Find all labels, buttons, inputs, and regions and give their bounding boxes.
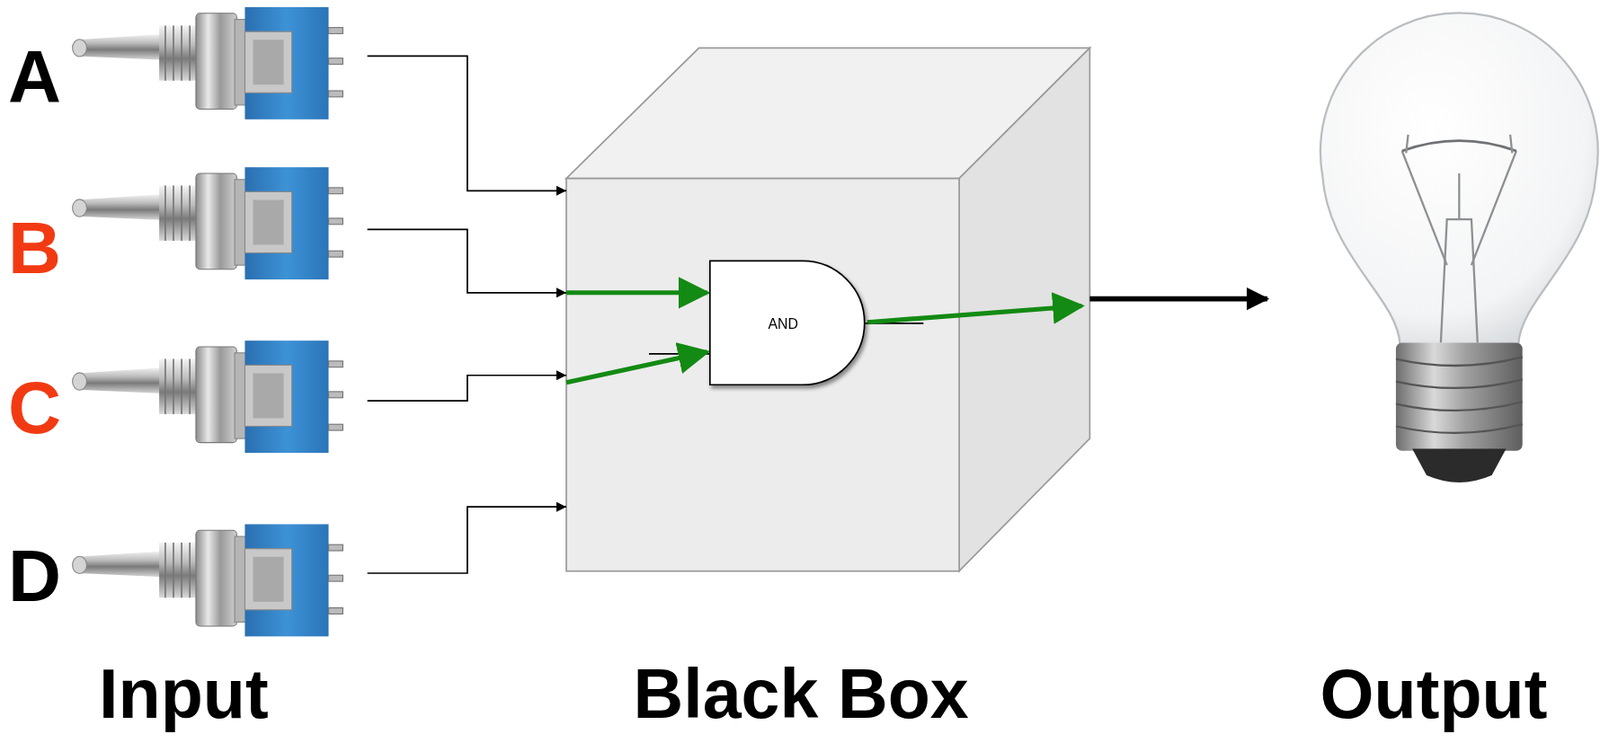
label-holder: C	[8, 367, 62, 449]
gate-label: AND	[767, 314, 799, 331]
gate-text-area: AND	[709, 259, 866, 386]
switch-label: A	[8, 35, 62, 117]
section-caption: Output	[1319, 655, 1547, 732]
label-holder: B	[8, 207, 62, 289]
switch-label: D	[8, 535, 62, 617]
label-holder: A	[8, 35, 62, 117]
label-holder: Input	[98, 655, 269, 732]
and-gate: AND	[709, 259, 866, 386]
label-holder: D	[8, 535, 62, 617]
label-holder: Output	[1319, 655, 1547, 732]
section-caption: Black Box	[632, 655, 969, 732]
switch-label: B	[8, 207, 62, 289]
switch-label: C	[8, 367, 62, 449]
label-holder: Black Box	[632, 655, 969, 732]
section-caption: Input	[98, 655, 269, 732]
